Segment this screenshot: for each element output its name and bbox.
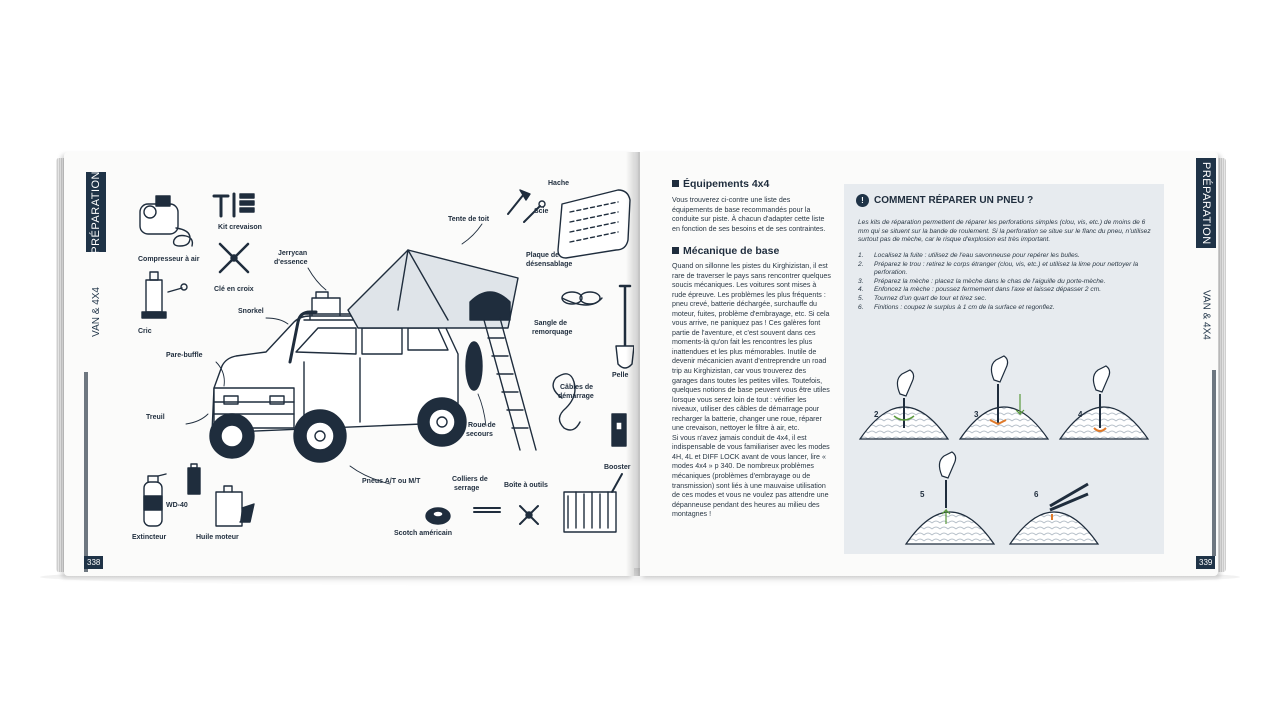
left-page: PRÉPARATION VAN & 4X4 338 [64, 152, 634, 576]
label-boite-a-outils: Boîte à outils [504, 482, 548, 489]
label-cables-1: Câbles de [560, 384, 594, 391]
label-sangle-1: Sangle de [534, 320, 568, 327]
warning-icon: ! [856, 194, 869, 207]
figure-6 [1008, 482, 1100, 545]
axe-icon [507, 189, 531, 215]
step-1: 1.Localisez la fuite : utilisez de l'eau… [858, 252, 1080, 259]
label-cables-2: démarrage [558, 393, 594, 400]
motor-oil-icon [215, 485, 255, 527]
box-intro: Les kits de réparation permettent de rép… [858, 219, 1151, 244]
compressor-icon [139, 195, 194, 247]
step-2: 2.Préparez le trou : retirez le corps ét… [858, 260, 1139, 277]
tire-repair-figures [858, 355, 1150, 545]
label-sangle-2: remorquage [532, 329, 573, 336]
label-pare-buffle: Pare-buffle [166, 352, 203, 359]
step-3: 3.Préparez la mèche : placez la mèche da… [858, 277, 1106, 285]
label-extincteur: Extincteur [132, 534, 167, 541]
label-pneus: Pneus A/T ou M/T [362, 478, 421, 485]
figure-number-3: 3 [974, 410, 979, 419]
mecanique-text: Quand on sillonne les pistes du Kirghizi… [672, 262, 831, 519]
label-plaque-2: désensablage [526, 261, 573, 268]
figure-number-4: 4 [1078, 410, 1083, 419]
shovel-icon [615, 284, 634, 369]
figure-number-6: 6 [1034, 490, 1039, 499]
open-book: PRÉPARATION VAN & 4X4 338 [46, 152, 1234, 576]
step-6: 6.Finitions : coupez le surplus à 1 cm d… [858, 303, 1055, 311]
label-pelle: Pelle [612, 372, 629, 379]
left-edge-bar [84, 372, 88, 572]
label-colliers-1: Colliers de [452, 476, 488, 483]
equipements-text: Vous trouverez ci-contre une liste des é… [672, 196, 826, 233]
label-wd40: WD-40 [166, 502, 188, 509]
figure-number-5: 5 [920, 490, 925, 499]
roof-tent-icon [347, 249, 537, 451]
label-treuil: Treuil [146, 414, 165, 421]
equipment-illustration [139, 189, 634, 533]
sand-plate-icon [557, 189, 631, 259]
figure-4 [1058, 365, 1150, 440]
tire-kit-icon [212, 192, 255, 218]
fire-extinguisher-icon [143, 473, 167, 527]
label-huile-moteur: Huile moteur [196, 534, 239, 541]
label-roue-1: Roue de [468, 422, 496, 429]
label-tente-de-toit: Tente de toit [448, 216, 490, 223]
label-jerrycan-2: d'essence [274, 259, 308, 266]
label-snorkel: Snorkel [238, 308, 264, 315]
box-title-text: COMMENT RÉPARER UN PNEU ? [874, 195, 1034, 206]
label-jerrycan-1: Jerrycan [278, 250, 308, 257]
box-steps: 1.Localisez la fuite : utilisez de l'eau… [858, 252, 1158, 312]
right-tab-label: PRÉPARATION [1200, 161, 1212, 245]
zip-ties-icon [473, 507, 501, 513]
jack-icon [141, 271, 188, 319]
label-cric: Cric [138, 328, 152, 335]
label-scotch: Scotch américain [394, 530, 452, 537]
toolbox-icon [563, 473, 623, 533]
saw-icon [523, 200, 546, 223]
label-kit-crevaison: Kit crevaison [218, 224, 262, 231]
step-4: 4.Enfoncez la mèche : poussez fermement … [858, 286, 1102, 294]
multitool-icon [519, 505, 539, 525]
cross-wrench-icon [218, 242, 250, 274]
label-colliers-2: serrage [454, 485, 480, 492]
suv-icon [209, 310, 483, 463]
figure-2 [858, 369, 950, 440]
heading-mecanique: Mécanique de base [672, 245, 779, 257]
jumper-cables-icon [552, 373, 581, 431]
figure-number-2: 2 [874, 410, 879, 419]
right-subsection-label: VAN & 4X4 [1200, 290, 1212, 340]
label-booster: Booster [604, 464, 631, 471]
tow-strap-icon [561, 291, 603, 306]
right-section-tab: PRÉPARATION [1196, 158, 1216, 248]
label-plaque-1: Plaque de [526, 252, 560, 259]
right-subsection-tab: VAN & 4X4 [1196, 260, 1216, 370]
box-title: ! COMMENT RÉPARER UN PNEU ? [856, 194, 1033, 207]
wd40-icon [187, 463, 201, 495]
label-cle-en-croix: Clé en croix [214, 286, 254, 293]
left-page-number: 338 [84, 556, 104, 569]
duct-tape-icon [425, 507, 451, 525]
step-5: 5.Tournez d'un quart de tour et tirez se… [858, 294, 987, 302]
right-page-number: 339 [1196, 556, 1216, 569]
label-compresseur: Compresseur à air [138, 256, 200, 263]
right-edge-bar [1212, 370, 1216, 556]
left-section-tab: PRÉPARATION [86, 171, 106, 253]
tire-repair-box: ! COMMENT RÉPARER UN PNEU ? Les kits de … [844, 184, 1164, 554]
figure-5 [904, 451, 996, 545]
label-roue-2: secours [466, 431, 493, 438]
heading-equipements: Équipements 4x4 [672, 178, 769, 190]
booster-icon [611, 413, 627, 447]
label-hache: Hache [548, 180, 570, 187]
figure-3 [958, 355, 1050, 440]
label-scie: Scie [534, 208, 549, 215]
